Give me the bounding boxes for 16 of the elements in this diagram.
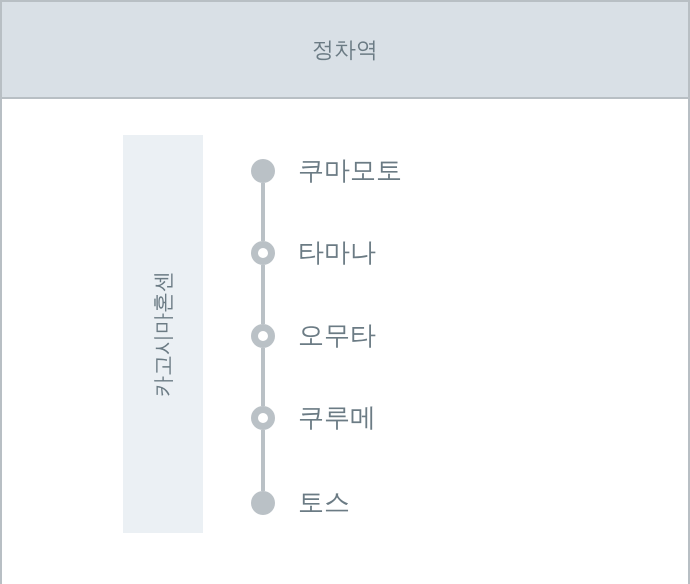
track-line (261, 348, 265, 406)
track-line (261, 265, 265, 324)
station-name: 쿠루메 (298, 403, 376, 433)
station-ring (251, 324, 275, 348)
station-dot (251, 491, 275, 515)
panel-header: 정차역 (2, 2, 688, 99)
station-name: 쿠마모토 (298, 156, 402, 186)
station-ring (251, 406, 275, 430)
station-ring (251, 241, 275, 265)
station-name: 토스 (298, 488, 350, 518)
station-name: 오무타 (298, 321, 376, 351)
station-dot (251, 159, 275, 183)
track-line (261, 430, 265, 491)
station-name: 타마나 (298, 238, 376, 268)
track-line (261, 183, 265, 241)
line-name: 카고시마혼센 (150, 271, 176, 397)
